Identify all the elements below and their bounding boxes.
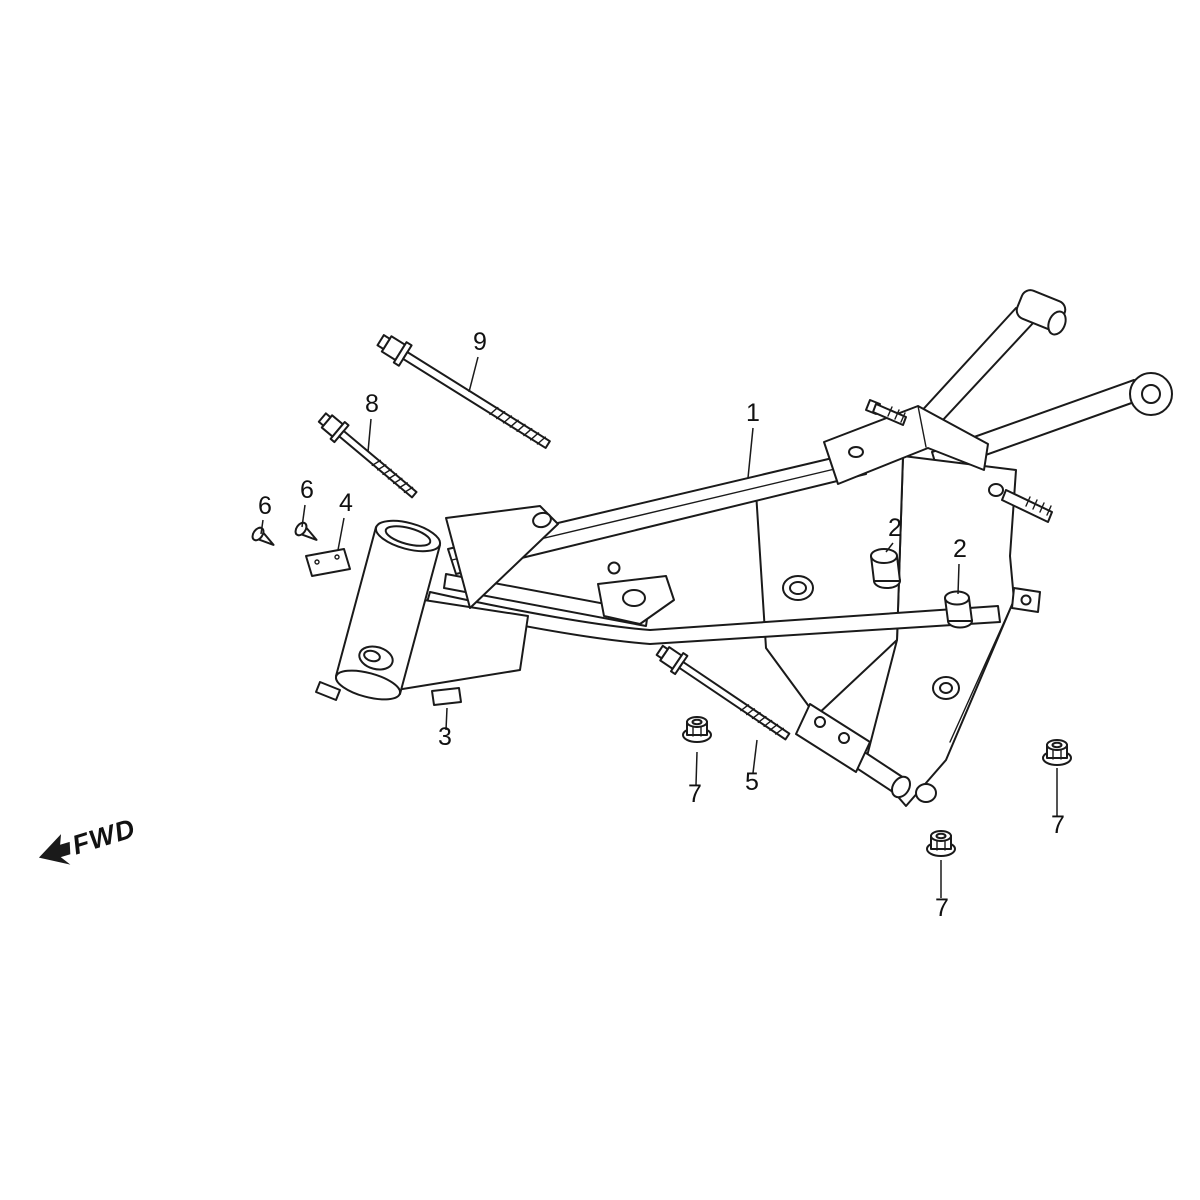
leader-6-right: [301, 504, 306, 528]
leader-7-left: [695, 751, 698, 786]
callout-2-upper: 2: [888, 514, 902, 542]
screw-6-left: [251, 526, 275, 546]
plate-4: [305, 548, 351, 577]
top-stud-threads: [887, 406, 906, 423]
callout-3: 3: [438, 723, 452, 751]
bolt-8-hex: [317, 412, 332, 427]
callout-5: 5: [745, 768, 759, 796]
callout-2-lower: 2: [953, 535, 967, 563]
callout-7-left: 7: [688, 780, 702, 808]
head-tube-bottom: [334, 669, 402, 701]
mid-bracket-hole: [622, 589, 646, 607]
top-bracket-fold: [917, 405, 927, 448]
screw-6-right: [294, 521, 318, 541]
nut-7-right-hole: [1051, 741, 1063, 749]
callout-1: 1: [746, 399, 760, 427]
lower-cross-tube-end: [891, 775, 911, 799]
right-stud-threads: [1025, 496, 1052, 516]
plate-4-hole-a: [314, 559, 320, 565]
callout-6-left: 6: [258, 492, 272, 520]
bolt-5-hex: [655, 644, 669, 660]
front-gusset: [445, 505, 559, 609]
footrest-bracket-hole-b: [838, 732, 850, 744]
callout-6-right: 6: [300, 476, 314, 504]
frame-body: [315, 289, 1173, 807]
plate-4-hole-b: [334, 554, 340, 560]
bolt-5-threads: [740, 704, 784, 735]
leader-lines: [260, 356, 1058, 898]
fwd-marker: FWD: [38, 813, 139, 865]
nut-7-left: [682, 716, 712, 743]
collar-2-lower-top: [944, 590, 970, 606]
collar-2-lower: [944, 590, 973, 629]
collar-2-upper-top: [870, 548, 898, 564]
pivot-hole-inner: [939, 682, 953, 694]
leader-2-upper: [885, 542, 894, 553]
nut-7-right: [1042, 739, 1072, 766]
nut-7-left-hole: [691, 718, 703, 726]
tag-3: [431, 687, 462, 706]
spine-tube: [447, 451, 867, 575]
callout-9: 9: [473, 328, 487, 356]
inner-tube: [443, 573, 649, 627]
mid-bracket-bolt: [607, 561, 621, 575]
nut-7-bottom-hole: [935, 832, 947, 840]
stay-boss-end: [1047, 310, 1067, 336]
front-gusset-hole: [532, 511, 552, 529]
head-tube-bore: [384, 525, 432, 547]
bolt-9-shaft: [402, 351, 551, 449]
fwd-label: FWD: [69, 813, 139, 861]
plate-4-body: [305, 548, 351, 577]
bolt-5: [655, 644, 791, 741]
leader-4: [337, 517, 345, 551]
leader-9: [468, 356, 479, 393]
bolt-8-shaft: [338, 429, 418, 499]
bolt-8-threads: [371, 459, 414, 494]
lower-mount-hole: [915, 783, 937, 803]
bolt-9-threads: [489, 406, 546, 445]
leader-2-lower: [957, 563, 960, 595]
callout-7-bottom: 7: [935, 894, 949, 922]
engine-mount-hole-inner: [789, 581, 807, 595]
side-tab-hole: [1020, 594, 1032, 606]
top-stud-shaft: [872, 403, 907, 426]
footrest-bracket-hole-a: [814, 716, 826, 728]
leader-1: [747, 427, 754, 479]
callout-labels: 1 2 2 3 4 5 6 6 7 7 7 8 9: [258, 328, 1065, 922]
head-tube-slot-inner: [363, 649, 381, 663]
leader-5: [752, 739, 758, 774]
callout-4: 4: [339, 489, 353, 517]
head-tube-stub: [315, 681, 341, 701]
right-stud-shaft: [1001, 489, 1053, 523]
screw-6-right-head: [294, 521, 308, 537]
top-bracket-hole: [848, 446, 864, 458]
bolt-9: [376, 334, 551, 449]
callout-8: 8: [365, 390, 379, 418]
upper-mount-hole: [988, 483, 1004, 497]
nut-7-bottom: [926, 830, 956, 857]
leader-6-left: [260, 519, 264, 535]
leader-8: [367, 418, 372, 453]
fwd-arrow-icon: [38, 834, 71, 865]
collar-2-upper: [870, 548, 901, 589]
footrest-bracket: [795, 703, 871, 773]
bolt-9-hex: [376, 334, 391, 350]
leader-3: [445, 707, 448, 731]
stay-eye-hole: [1141, 384, 1161, 404]
bolt-8: [317, 412, 418, 499]
callout-7-right: 7: [1051, 811, 1065, 839]
